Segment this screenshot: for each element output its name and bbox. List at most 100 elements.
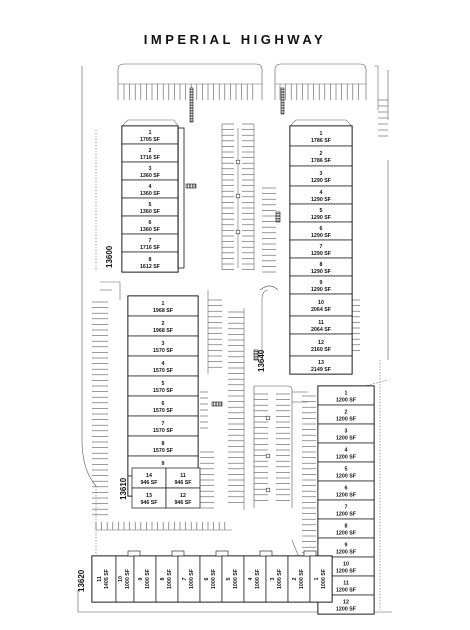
unit-number: 8 [320, 262, 323, 268]
unit-number: 4 [149, 184, 152, 190]
unit-number: 9 [320, 280, 323, 286]
parking-lot-layer [77, 63, 392, 613]
unit-area: 1200 SF [336, 550, 357, 556]
entry-bump [259, 550, 273, 557]
unit-number: 2 [149, 148, 152, 154]
unit-number: 8 [162, 441, 165, 447]
unit-area: 1716 SF [140, 155, 161, 161]
unit-number: 3 [345, 429, 348, 435]
unit-number: 8 [160, 577, 166, 580]
unit-number: 13 [318, 360, 324, 366]
unit-area: 1360 SF [140, 209, 161, 215]
handicap-pad-13610 [211, 401, 223, 407]
unit-number: 3 [149, 166, 152, 172]
unit-number: 14 [146, 473, 152, 479]
unit-number: 7 [162, 421, 165, 427]
unit-area: 1290 SF [311, 197, 332, 203]
east-curb [374, 65, 379, 110]
rear-walkway-13600 [177, 127, 185, 269]
unit-number: 7 [149, 238, 152, 244]
unit-number: 9 [345, 543, 348, 549]
unit-area: 1000 SF [211, 568, 217, 589]
unit-area: 1000 SF [321, 568, 327, 589]
unit-number: 4 [162, 361, 165, 367]
curb-detail [259, 285, 279, 291]
unit-area: 1786 SF [311, 138, 332, 144]
unit-area: 1200 SF [336, 474, 357, 480]
unit-number: 1 [162, 301, 165, 307]
unit-number: 8 [149, 257, 152, 263]
unit-area: 1290 SF [311, 215, 332, 221]
unit-number: 12 [318, 340, 324, 346]
unit-area: 1612 SF [140, 264, 161, 270]
unit-area: 1570 SF [153, 368, 174, 374]
unit-number: 10 [343, 562, 349, 568]
unit-area: 1290 SF [311, 178, 332, 184]
unit-number: 6 [204, 577, 210, 580]
unit-number: 6 [162, 401, 165, 407]
roof-detail [289, 119, 353, 127]
unit-number: 11 [180, 473, 186, 479]
unit-number: 5 [226, 577, 232, 580]
building-label-13600: 13600 [105, 245, 114, 268]
unit-area: 1570 SF [153, 408, 174, 414]
unit-area: 1290 SF [311, 269, 332, 275]
unit-number: 2 [320, 151, 323, 157]
unit-number: 4 [320, 190, 323, 196]
building-label-13640: 13640 [257, 349, 266, 372]
unit-number: 5 [320, 208, 323, 214]
unit-number: 11 [318, 320, 324, 326]
island-edge [221, 124, 255, 270]
unit-number: 1 [314, 577, 320, 580]
unit-area: 1290 SF [311, 251, 332, 257]
unit-outline [91, 555, 117, 603]
unit-number: 11 [97, 576, 103, 582]
unit-area: 1000 SF [125, 568, 131, 589]
drive-curb [261, 289, 269, 360]
handicap-pad-13600 [185, 183, 197, 189]
unit-number: 5 [149, 202, 152, 208]
unit-area: 1570 SF [153, 448, 174, 454]
unit-number: 3 [162, 341, 165, 347]
curb-detail [100, 281, 121, 300]
unit-number: 11 [343, 581, 349, 587]
unit-area: 1000 SF [145, 568, 151, 589]
unit-area: 1290 SF [311, 233, 332, 239]
light-pole [265, 415, 271, 421]
entry-bump [303, 550, 317, 557]
light-pole [235, 229, 241, 235]
unit-number: 1 [320, 131, 323, 137]
west-property-line [81, 66, 97, 487]
unit-area: 1360 SF [140, 173, 161, 179]
unit-area: 1570 SF [153, 348, 174, 354]
unit-area: 1786 SF [311, 158, 332, 164]
building-label-13620: 13620 [77, 569, 86, 592]
unit-number: 13 [146, 493, 152, 499]
unit-outline [165, 487, 201, 509]
unit-area: 1360 SF [140, 227, 161, 233]
